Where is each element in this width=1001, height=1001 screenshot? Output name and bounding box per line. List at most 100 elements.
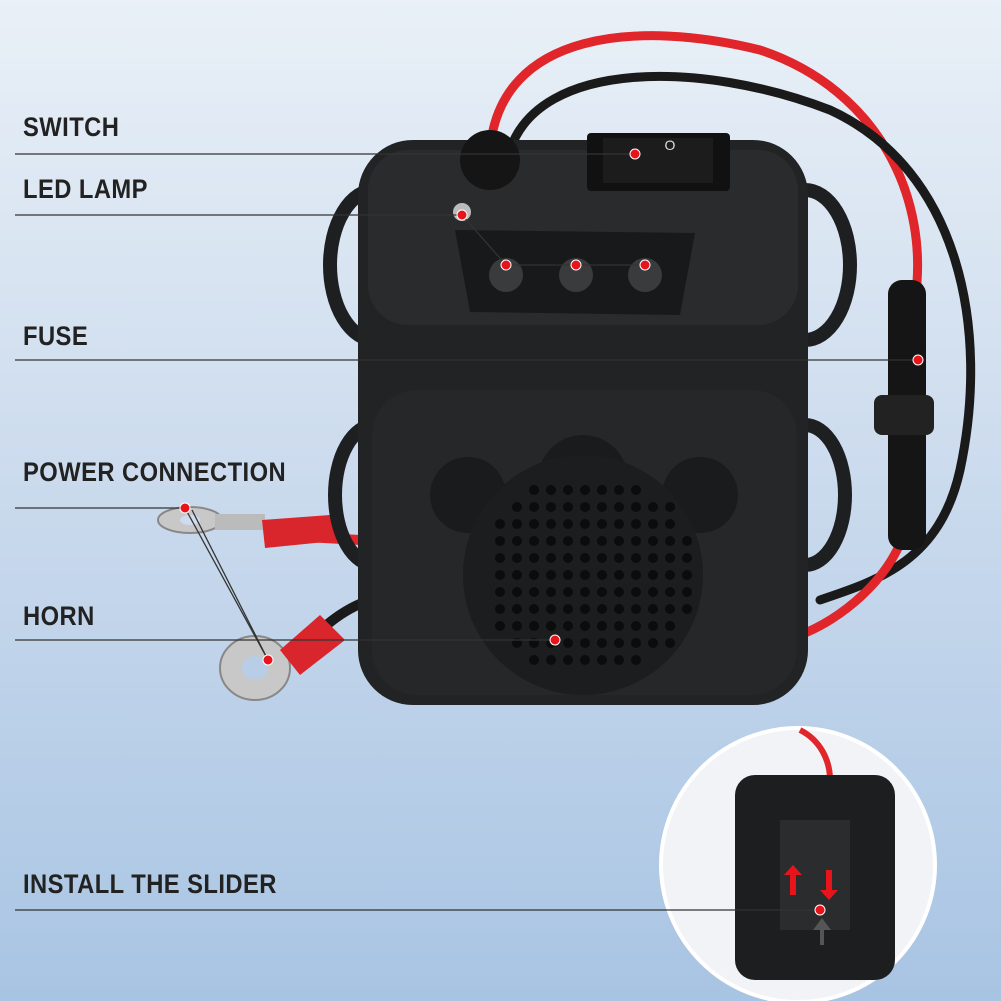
marker-dots bbox=[179, 148, 924, 916]
grille-hole bbox=[648, 604, 658, 614]
grille-hole bbox=[580, 655, 590, 665]
grille-hole bbox=[580, 638, 590, 648]
grille-hole bbox=[631, 587, 641, 597]
grille-hole bbox=[529, 621, 539, 631]
grille-hole bbox=[512, 604, 522, 614]
grille-hole bbox=[665, 621, 675, 631]
grille-hole bbox=[563, 604, 573, 614]
grille-hole bbox=[614, 638, 624, 648]
grille-hole bbox=[631, 570, 641, 580]
grille-hole bbox=[563, 536, 573, 546]
grille-hole bbox=[648, 519, 658, 529]
grille-hole bbox=[665, 502, 675, 512]
grille-hole bbox=[529, 536, 539, 546]
grille-hole bbox=[682, 587, 692, 597]
grille-hole bbox=[580, 570, 590, 580]
grille-hole bbox=[563, 655, 573, 665]
grille-hole bbox=[495, 519, 505, 529]
grille-hole bbox=[546, 536, 556, 546]
grille-hole bbox=[546, 570, 556, 580]
grille-hole bbox=[631, 502, 641, 512]
grille-hole bbox=[614, 570, 624, 580]
grille-hole bbox=[665, 519, 675, 529]
grille-hole bbox=[495, 536, 505, 546]
grille-hole bbox=[648, 587, 658, 597]
grille-hole bbox=[597, 553, 607, 563]
grille-hole bbox=[546, 587, 556, 597]
grille-hole bbox=[563, 587, 573, 597]
grille-hole bbox=[512, 570, 522, 580]
grille-hole bbox=[597, 485, 607, 495]
grille-hole bbox=[563, 621, 573, 631]
grille-hole bbox=[665, 570, 675, 580]
grille-hole bbox=[580, 621, 590, 631]
grille-hole bbox=[580, 536, 590, 546]
label-power-connection: POWER CONNECTION bbox=[23, 457, 287, 487]
grille-hole bbox=[512, 553, 522, 563]
grille-hole bbox=[631, 519, 641, 529]
grille-hole bbox=[682, 553, 692, 563]
grille-hole bbox=[665, 587, 675, 597]
grille-hole bbox=[648, 570, 658, 580]
grille-hole bbox=[580, 553, 590, 563]
grille-hole bbox=[495, 587, 505, 597]
fuse-holder bbox=[874, 280, 934, 550]
label-install-slider: INSTALL THE SLIDER bbox=[23, 869, 277, 899]
grille-hole bbox=[546, 655, 556, 665]
grille-hole bbox=[682, 570, 692, 580]
grille-hole bbox=[546, 502, 556, 512]
grille-hole bbox=[648, 536, 658, 546]
grille-hole bbox=[546, 621, 556, 631]
grille-hole bbox=[546, 553, 556, 563]
grille-hole bbox=[665, 604, 675, 614]
slider-inset bbox=[659, 726, 937, 1001]
grille-hole bbox=[529, 570, 539, 580]
grille-hole bbox=[529, 604, 539, 614]
grille-hole bbox=[614, 553, 624, 563]
grille-hole bbox=[597, 621, 607, 631]
grille-hole bbox=[529, 519, 539, 529]
grille-hole bbox=[631, 553, 641, 563]
grille-hole bbox=[597, 536, 607, 546]
grille-hole bbox=[614, 485, 624, 495]
grille-hole bbox=[512, 587, 522, 597]
grille-hole bbox=[614, 621, 624, 631]
grille-hole bbox=[631, 621, 641, 631]
grille-hole bbox=[529, 655, 539, 665]
grille-hole bbox=[648, 638, 658, 648]
grille-hole bbox=[512, 519, 522, 529]
grille-hole bbox=[529, 485, 539, 495]
label-fuse: FUSE bbox=[23, 321, 89, 351]
grille-hole bbox=[563, 502, 573, 512]
grille-hole bbox=[665, 536, 675, 546]
grille-hole bbox=[597, 570, 607, 580]
grille-hole bbox=[580, 485, 590, 495]
grille-hole bbox=[563, 553, 573, 563]
grille-hole bbox=[495, 621, 505, 631]
grille-hole bbox=[512, 502, 522, 512]
grille-hole bbox=[614, 536, 624, 546]
svg-text:O: O bbox=[665, 137, 676, 153]
grille-hole bbox=[529, 502, 539, 512]
grille-hole bbox=[495, 553, 505, 563]
grille-hole bbox=[529, 587, 539, 597]
grille-hole bbox=[614, 502, 624, 512]
grille-hole bbox=[512, 536, 522, 546]
grille-hole bbox=[495, 604, 505, 614]
grille-hole bbox=[631, 655, 641, 665]
grille-hole bbox=[597, 519, 607, 529]
grille-hole bbox=[631, 638, 641, 648]
grille-hole bbox=[648, 553, 658, 563]
grille-hole bbox=[597, 604, 607, 614]
grille-hole bbox=[563, 485, 573, 495]
grille-hole bbox=[648, 502, 658, 512]
grille-hole bbox=[580, 519, 590, 529]
ring-terminals bbox=[157, 506, 345, 701]
grille-hole bbox=[512, 621, 522, 631]
grille-hole bbox=[597, 587, 607, 597]
grille-hole bbox=[631, 604, 641, 614]
grille-hole bbox=[597, 638, 607, 648]
grille-hole bbox=[614, 604, 624, 614]
grille-hole bbox=[682, 604, 692, 614]
grille-hole bbox=[495, 570, 505, 580]
